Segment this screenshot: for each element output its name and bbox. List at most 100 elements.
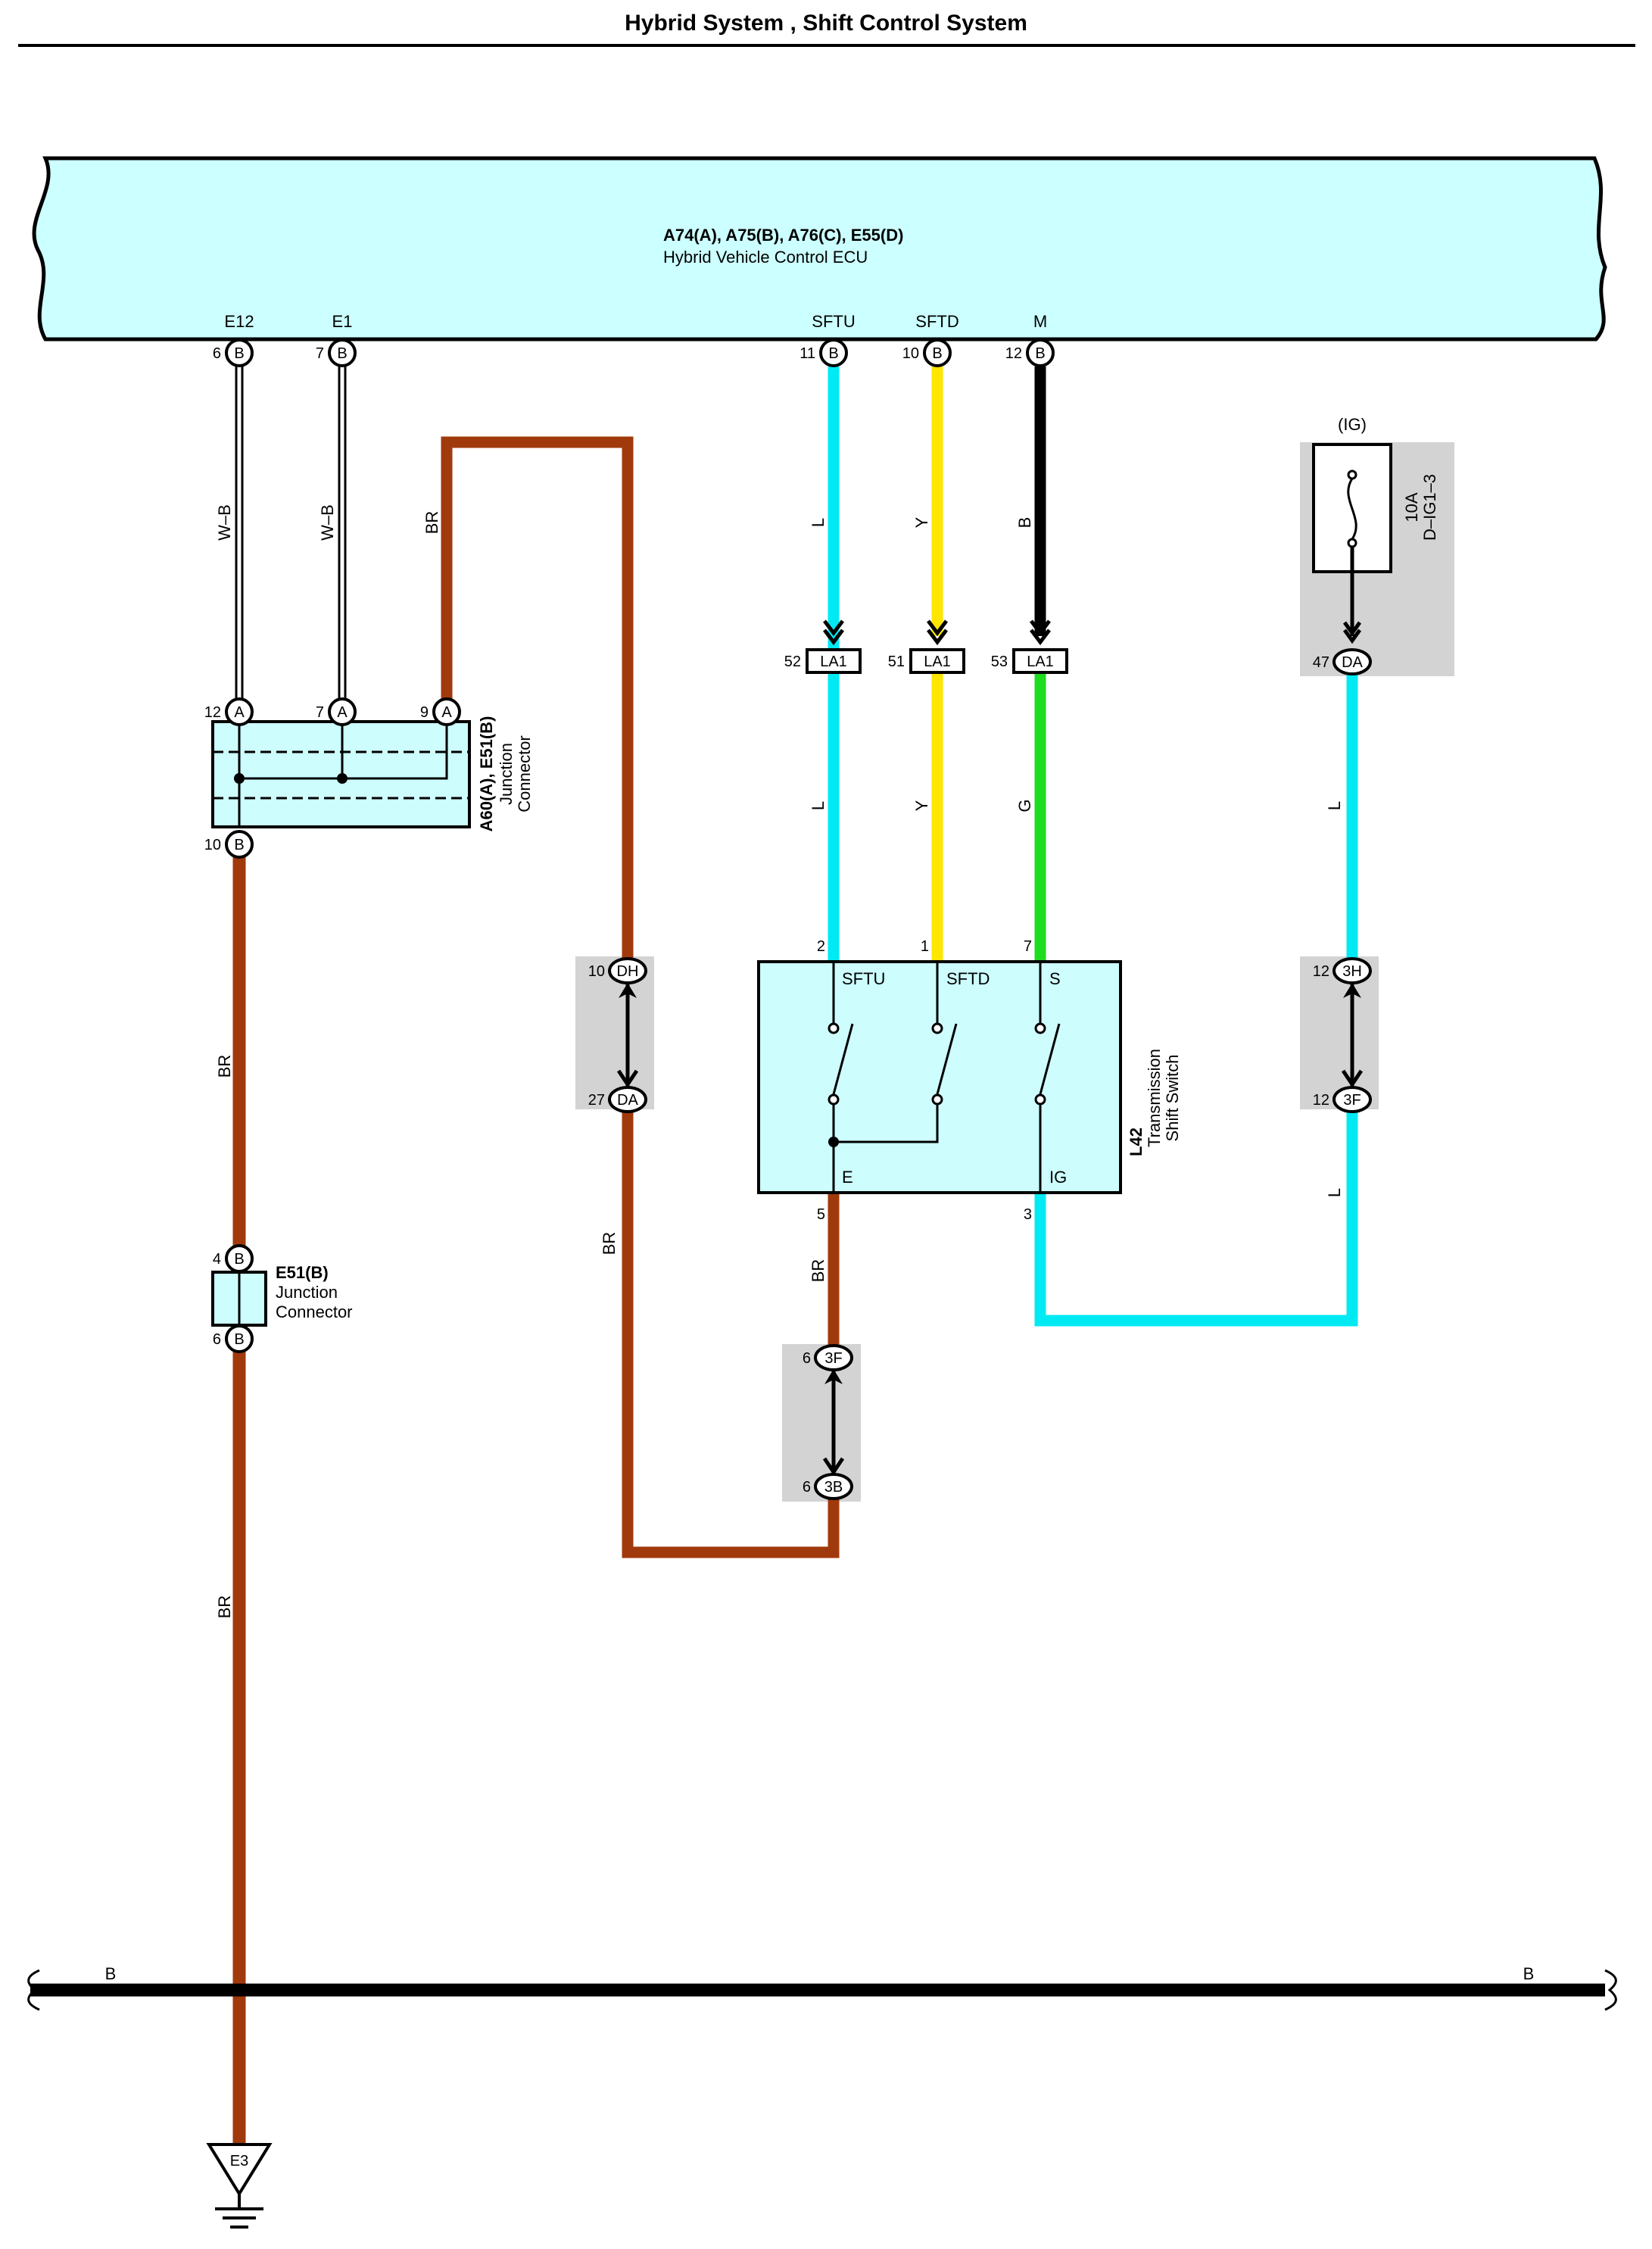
svg-text:DH: DH bbox=[617, 963, 639, 980]
connector-la1-53: LA1 53 bbox=[991, 619, 1068, 674]
connector-la1-51: LA1 51 bbox=[888, 619, 965, 674]
ground-e3-icon: E3 bbox=[206, 2143, 273, 2229]
svg-text:DA: DA bbox=[617, 1092, 638, 1109]
pin-e51-10: B 10 bbox=[204, 830, 254, 859]
connector-dh-da: DH 10 DA 27 bbox=[588, 957, 647, 1113]
wire-label-m-top: B bbox=[1015, 517, 1034, 529]
wire-label-sftu-bottom: L bbox=[809, 801, 828, 810]
junction-a60-desc1: Junction bbox=[497, 743, 516, 805]
svg-text:A: A bbox=[234, 704, 245, 721]
wire-label-e12: W–B bbox=[215, 504, 234, 541]
ground-bus bbox=[27, 1969, 1617, 2011]
wire-label-br-2: BR bbox=[215, 1055, 234, 1078]
fuse-label: (IG) bbox=[1338, 415, 1367, 434]
svg-text:10: 10 bbox=[902, 345, 919, 362]
pin-ecu-sftu: B 11 bbox=[800, 338, 848, 367]
junction-a60-name: A60(A), E51(B) bbox=[477, 716, 496, 832]
svg-text:A: A bbox=[441, 704, 452, 721]
svg-text:12: 12 bbox=[1005, 345, 1022, 362]
switch-pin-ig: 3 bbox=[1024, 1206, 1032, 1223]
ecu-signal-m: M bbox=[1033, 312, 1047, 331]
svg-text:3H: 3H bbox=[1342, 963, 1362, 980]
svg-text:B: B bbox=[234, 1251, 244, 1268]
fuse-name: D–IG1–3 bbox=[1420, 474, 1439, 541]
svg-text:47: 47 bbox=[1313, 654, 1329, 671]
dh-da-grey-box bbox=[575, 956, 654, 1109]
svg-text:10: 10 bbox=[204, 837, 221, 853]
wire-label-ig-out: L bbox=[1325, 1188, 1344, 1197]
wire-label-fuse-out: L bbox=[1325, 801, 1344, 810]
switch-pin-e: 5 bbox=[817, 1206, 825, 1223]
junction-e51-name: E51(B) bbox=[276, 1263, 329, 1282]
wire-label-br-3: BR bbox=[600, 1232, 619, 1256]
svg-text:B: B bbox=[932, 345, 942, 362]
svg-text:52: 52 bbox=[784, 653, 801, 670]
wire-label-sftd-top: Y bbox=[912, 516, 931, 528]
pin-ecu-sftd: B 10 bbox=[902, 338, 952, 367]
ecu-block: A74(A), A75(B), A76(C), E55(D) Hybrid Ve… bbox=[32, 156, 1607, 342]
wire-label-br-5: BR bbox=[215, 1596, 234, 1619]
ecu-desc: Hybrid Vehicle Control ECU bbox=[663, 248, 868, 267]
fuse-d-ig1-3: (IG) 10A D–IG1–3 DA 47 bbox=[1312, 415, 1439, 675]
wire-label-br-4: BR bbox=[809, 1259, 828, 1283]
svg-text:LA1: LA1 bbox=[924, 653, 951, 670]
svg-text:53: 53 bbox=[991, 653, 1008, 670]
switch-desc1: Transmission bbox=[1145, 1049, 1164, 1147]
switch-pin-sftu: 2 bbox=[817, 938, 825, 955]
svg-text:12: 12 bbox=[204, 704, 221, 721]
svg-text:51: 51 bbox=[888, 653, 905, 670]
svg-text:B: B bbox=[1035, 345, 1045, 362]
ecu-signal-e1: E1 bbox=[332, 312, 353, 331]
junction-e51-desc1: Junction bbox=[276, 1283, 338, 1302]
junction-connector-e51: E51(B) Junction Connector bbox=[211, 1263, 353, 1327]
switch-term-s: S bbox=[1049, 969, 1061, 988]
svg-text:3B: 3B bbox=[824, 1479, 843, 1496]
svg-text:B: B bbox=[234, 1331, 244, 1348]
wire-label-bus-left: B bbox=[105, 1964, 117, 1983]
switch-code: L42 bbox=[1127, 1128, 1145, 1156]
page-title: Hybrid System , Shift Control System bbox=[625, 11, 1027, 36]
wire-br-loop-bottom bbox=[622, 1102, 840, 1558]
svg-text:LA1: LA1 bbox=[1027, 653, 1054, 670]
ecu-signal-sftu: SFTU bbox=[812, 312, 855, 331]
pin-a60-12: A 12 bbox=[204, 697, 254, 726]
wire-label-e1: W–B bbox=[318, 504, 337, 541]
svg-text:6: 6 bbox=[803, 1479, 811, 1496]
svg-text:12: 12 bbox=[1313, 963, 1329, 980]
svg-text:7: 7 bbox=[316, 704, 324, 721]
svg-text:B: B bbox=[337, 345, 347, 362]
wire-label-bus-right: B bbox=[1523, 1964, 1535, 1983]
svg-text:B: B bbox=[234, 837, 244, 853]
svg-text:12: 12 bbox=[1313, 1092, 1329, 1109]
pin-e51-6: B 6 bbox=[213, 1324, 254, 1353]
svg-text:6: 6 bbox=[803, 1350, 811, 1367]
pin-ecu-m: B 12 bbox=[1005, 338, 1055, 367]
ecu-signal-e12: E12 bbox=[224, 312, 254, 331]
svg-text:7: 7 bbox=[316, 345, 324, 362]
svg-text:4: 4 bbox=[213, 1251, 221, 1268]
switch-term-e: E bbox=[842, 1168, 853, 1187]
pin-ecu-e1: B 7 bbox=[316, 338, 357, 367]
3f-3b-grey-box bbox=[782, 1344, 861, 1502]
wire-label-m-bottom: G bbox=[1015, 799, 1034, 812]
fuse-rating: 10A bbox=[1402, 492, 1421, 522]
junction-a60-desc2: Connector bbox=[515, 735, 534, 813]
svg-text:B: B bbox=[828, 345, 838, 362]
switch-term-sftu: SFTU bbox=[842, 969, 885, 988]
junction-connector-a60: A60(A), E51(B) Junction Connector bbox=[211, 716, 534, 832]
ecu-signal-sftd: SFTD bbox=[915, 312, 958, 331]
pin-a60-9: A 9 bbox=[420, 697, 461, 726]
connector-3h-3f: 3H 12 3F 12 bbox=[1313, 957, 1372, 1113]
wire-label-sftu-top: L bbox=[809, 518, 828, 527]
wire-br-loop-top bbox=[441, 436, 634, 969]
svg-text:DA: DA bbox=[1342, 654, 1363, 671]
switch-term-sftd: SFTD bbox=[946, 969, 990, 988]
switch-pin-s: 7 bbox=[1024, 938, 1032, 955]
pin-ecu-e12: B 6 bbox=[213, 338, 254, 367]
svg-text:A: A bbox=[337, 704, 348, 721]
3h-3f-grey-box bbox=[1300, 956, 1379, 1109]
svg-text:B: B bbox=[234, 345, 244, 362]
wire-label-sftd-bottom: Y bbox=[912, 800, 931, 811]
connector-la1-52: LA1 52 bbox=[784, 619, 862, 674]
